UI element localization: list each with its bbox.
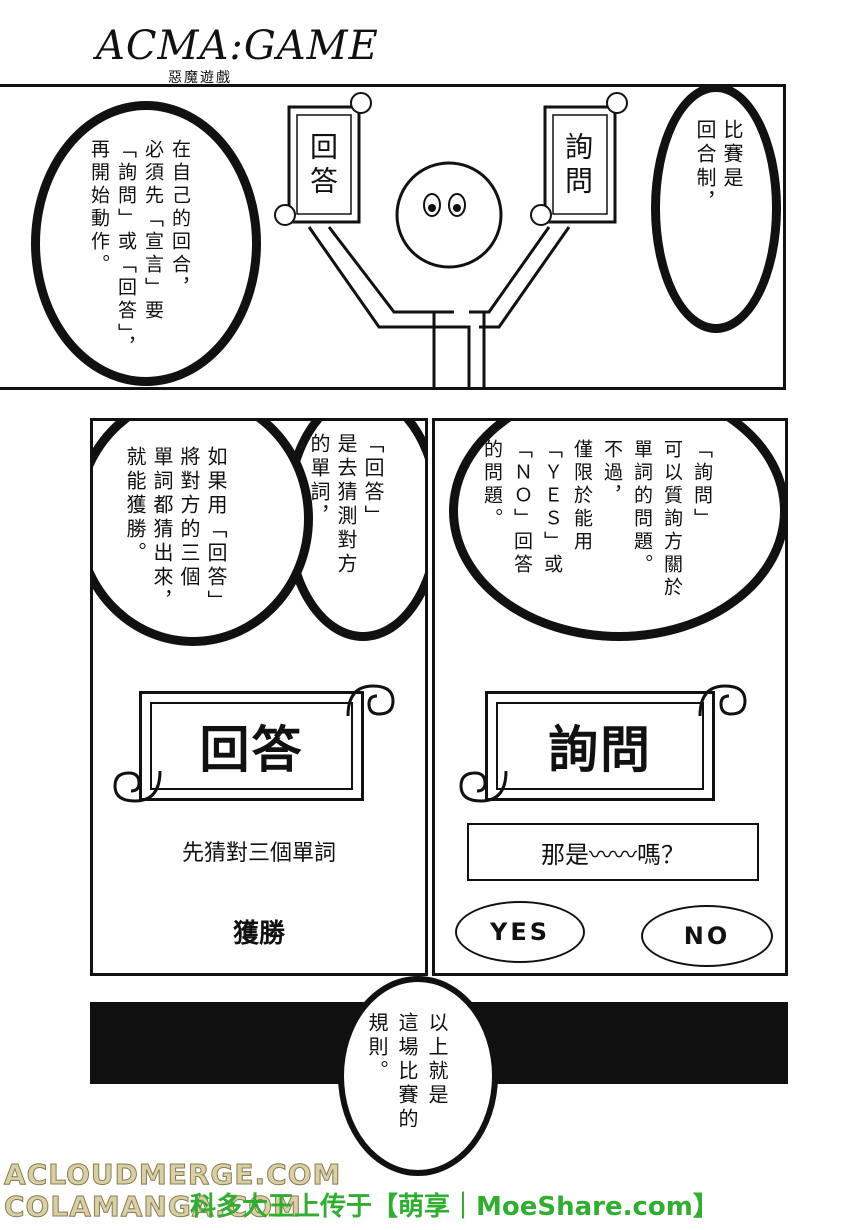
question-example-box: 那是〰〰嗎？ — [467, 823, 759, 881]
answer-card: 回答 — [139, 691, 364, 801]
speech-text-conclusion: 以上就是 這場比賽的 規則。 — [365, 1012, 449, 1132]
logo-title: ACMA:GAME — [96, 23, 379, 69]
speech-bubble-conclusion — [338, 976, 498, 1176]
watermark-colamanga: COLAMANGA.COM — [4, 1190, 302, 1224]
uploader-credit: 科多大王上传于【萌享｜MoeShare.com】 — [190, 1192, 719, 1222]
series-logo: ACMA:GAME 惡魔遊戲 — [96, 23, 379, 86]
speech-bubble-question-definition — [449, 421, 785, 641]
speech-text-question-definition: 「詢問」 可以質詢方關於 單詞的問題。 不過， 僅限於能用 「ＹＥＳ」或 「ＮＯ… — [481, 439, 713, 600]
scroll-curl-icon — [459, 770, 508, 803]
speech-text-answer-win: 如果用「回答」 將對方的三個 單詞都猜出來， 就能獲勝。 — [123, 446, 228, 614]
question-card-label: 詢問 — [548, 721, 652, 779]
speech-text-answer-definition: 「回答」 是去猜測對方 的單詞， — [307, 433, 385, 577]
logo-subtitle: 惡魔遊戲 — [168, 70, 232, 86]
speech-bubble-right — [651, 87, 781, 333]
sign-question-label: 詢問 — [561, 132, 594, 200]
stick-figure-illustration — [274, 92, 628, 387]
answer-rule-text: 先猜對三個單詞 — [181, 841, 336, 866]
question-card: 詢問 — [485, 691, 715, 801]
scroll-curl-icon — [698, 684, 747, 717]
speech-text-turn-declare: 在自己的回合， 必須先「宣言」要 「詢問」或「回答」， 再開始動作。 — [88, 139, 191, 360]
yes-option: YES — [455, 901, 585, 963]
no-option: NO — [641, 905, 773, 967]
speech-bubble-left — [31, 101, 261, 386]
speech-text-turn-based: 比賽是 回合制， — [693, 119, 744, 215]
answer-win-text: 獲勝 — [232, 919, 285, 949]
sign-answer-label: 回答 — [306, 132, 339, 200]
scroll-curl-icon — [113, 770, 162, 803]
watermark-acloudmerge: ACLOUDMERGE.COM — [3, 1158, 342, 1192]
panel-answer: 「回答」 是去猜測對方 的單詞， 如果用「回答」 將對方的三個 單詞都猜出來， … — [90, 418, 428, 976]
speech-bubble-answer-win — [93, 421, 313, 646]
answer-card-label: 回答 — [199, 721, 304, 779]
panel-top: 在自己的回合， 必須先「宣言」要 「詢問」或「回答」， 再開始動作。 回答 詢問… — [0, 84, 786, 390]
scroll-curl-icon — [346, 684, 395, 717]
panel-question: 「詢問」 可以質詢方關於 單詞的問題。 不過， 僅限於能用 「ＹＥＳ」或 「ＮＯ… — [432, 418, 788, 976]
